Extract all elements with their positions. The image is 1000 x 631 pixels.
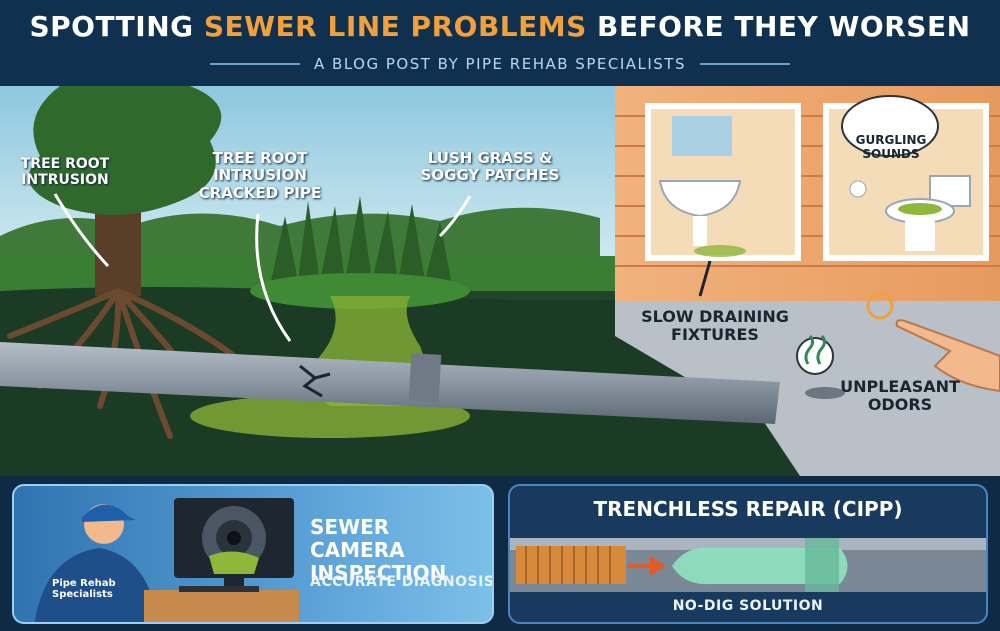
pipe-crack-icon [299, 364, 331, 398]
sewer-pipe [0, 342, 780, 424]
pipe-joint [408, 353, 442, 403]
header-banner: SPOTTING SEWER LINE PROBLEMS BEFORE THEY… [0, 0, 1000, 86]
toilet-base [905, 221, 935, 251]
mirror [672, 116, 732, 156]
odor-icon [804, 335, 826, 365]
label-arrows [53, 193, 472, 342]
pipe-view-center [227, 531, 241, 545]
subtitle-rule-left [210, 63, 300, 65]
trenchless-panel-title: TRENCHLESS REPAIR (CIPP) [593, 497, 903, 521]
grass-base [250, 273, 470, 309]
camera-panel-subtitle: ACCURATE DIAGNOSIS [310, 574, 494, 590]
trenchless-repair-panel: TRENCHLESS REPAIR (CIPP) NO-DIG SOLUTION [508, 484, 988, 624]
label-cracked-pipe: TREE ROOT INTRUSION CRACKED PIPE [198, 149, 322, 202]
technician-badge: Pipe Rehab Specialists [52, 578, 116, 600]
liner-coil-stripes [525, 546, 611, 584]
cipp-liner [672, 547, 848, 585]
camera-inspection-panel: Pipe Rehab Specialists SEWER CAMERA INSP… [12, 484, 494, 624]
camera-inspection-illustration [34, 498, 299, 622]
toilet-paper-icon [849, 180, 867, 198]
foundation [615, 301, 1000, 476]
title-prefix: SPOTTING [29, 10, 204, 43]
liner-band [805, 538, 839, 592]
scene-illustration [0, 86, 1000, 476]
technician-cap [82, 504, 136, 522]
monitor-sewage [209, 551, 259, 574]
liner-coil [516, 546, 626, 584]
toilet-water [898, 203, 942, 215]
host-pipe-highlight [510, 538, 986, 550]
label-unpleasant-odors: UNPLEASANT ODORS [840, 377, 960, 415]
sink-pedestal [693, 216, 707, 246]
label-gurgling-sounds: GURGLING SOUNDS [855, 133, 927, 161]
page-subtitle: A BLOG POST BY PIPE REHAB SPECIALISTS [314, 55, 686, 73]
slow-drain-arrow [698, 260, 712, 297]
label-tree-root: TREE ROOT INTRUSION [20, 156, 110, 189]
grass-clump [270, 196, 452, 286]
page-title: SPOTTING SEWER LINE PROBLEMS BEFORE THEY… [0, 10, 1000, 43]
tap-ripple-icon [866, 292, 894, 320]
desk [144, 590, 299, 622]
sink-basin [658, 180, 742, 218]
cipp-illustration [510, 538, 986, 592]
camera-panel-title: SEWER CAMERA INSPECTION [310, 515, 447, 585]
sink-leak [694, 245, 746, 257]
odor-bubble [796, 337, 834, 375]
label-slow-draining: SLOW DRAINING FIXTURES [641, 307, 789, 345]
tree-canopy [28, 86, 222, 215]
pointing-hand [895, 319, 1000, 393]
monitor-stand [224, 578, 244, 588]
keyboard [179, 586, 259, 592]
label-lush-grass: LUSH GRASS & SOGGY PATCHES [420, 149, 560, 185]
insertion-arrow-icon [628, 556, 666, 576]
trenchless-panel-subtitle: NO-DIG SOLUTION [672, 598, 824, 614]
subtitle-rule-right [700, 63, 790, 65]
floor-drain-icon [805, 387, 845, 399]
title-accent: SEWER LINE PROBLEMS [203, 10, 587, 43]
title-suffix: BEFORE THEY WORSEN [586, 10, 971, 43]
subtitle-row: A BLOG POST BY PIPE REHAB SPECIALISTS [0, 55, 1000, 73]
technician-body [34, 548, 159, 622]
speech-bubble [841, 95, 939, 157]
illustration-scene: TREE ROOT INTRUSION TREE ROOT INTRUSION … [0, 86, 1000, 476]
